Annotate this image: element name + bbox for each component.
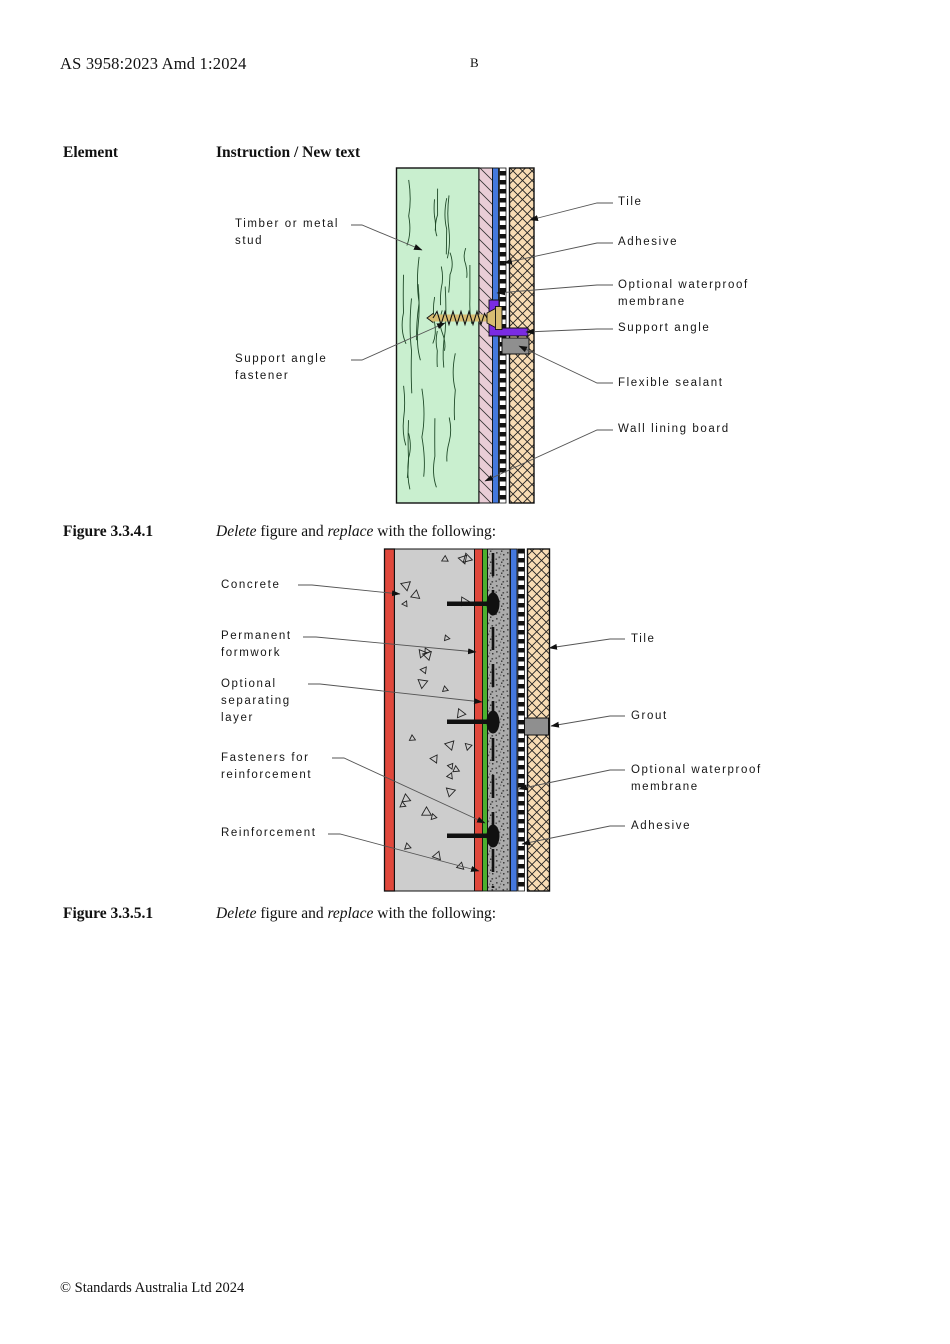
fig2-label-fasteners: Fasteners for reinforcement xyxy=(221,752,313,781)
header-standard-id: AS 3958:2023 Amd 1:2024 xyxy=(60,54,247,73)
figure-row-2-instruction: Delete figure and replace with the follo… xyxy=(216,905,497,922)
instruction-replace-word: replace xyxy=(327,523,374,540)
fig1-label-adhesive: Adhesive xyxy=(618,236,679,248)
fig1-leader-lines xyxy=(351,202,613,482)
fig1-label-tile: Tile xyxy=(618,196,643,208)
fig1-label-support-angle: Support angle xyxy=(618,322,711,334)
fig1-flexible-sealant xyxy=(501,337,530,355)
fig2-label-reinforcement: Reinforcement xyxy=(221,827,317,839)
fig2-fasteners xyxy=(447,592,500,848)
figure-row-2-id: Figure 3.3.5.1 xyxy=(63,905,154,922)
fig2-diagram xyxy=(298,548,625,892)
fig2-label-separating-layer: Optional separating layer xyxy=(221,678,291,724)
instruction-delete-word: Delete xyxy=(216,905,257,922)
fig1-diagram xyxy=(351,167,613,504)
concrete-aggregate-symbols xyxy=(399,552,474,870)
fig2-label-tile: Tile xyxy=(631,633,656,645)
instruction-delete-word: Delete xyxy=(216,523,257,540)
fig2-label-concrete: Concrete xyxy=(221,579,281,591)
fig2-grout xyxy=(524,717,549,736)
page-footer-copyright: © Standards Australia Ltd 2024 xyxy=(60,1280,245,1296)
fig1-label-timber-stud: Timber or metal stud xyxy=(235,218,340,247)
fig1-label-membrane: Optional waterproof membrane xyxy=(618,279,749,308)
timber-grain-lines xyxy=(401,179,473,490)
fig2-label-permanent-formwork: Permanent formwork xyxy=(221,630,292,659)
instruction-replace-word: replace xyxy=(327,905,374,922)
column-header-instruction: Instruction / New text xyxy=(216,144,361,161)
figure-row-1-id: Figure 3.3.4.1 xyxy=(63,523,154,540)
fig2-membrane-layer xyxy=(510,548,518,892)
fig2-leader-lines xyxy=(298,584,625,872)
fig2-adhesive-layer xyxy=(517,548,525,892)
fig1-label-support-angle-fastener: Support angle fastener xyxy=(235,353,328,382)
fig1-support-angle-fastener xyxy=(426,306,503,330)
fig2-label-adhesive: Adhesive xyxy=(631,820,692,832)
fig1-label-wall-lining-board: Wall lining board xyxy=(618,423,730,435)
column-header-element: Element xyxy=(63,144,119,161)
fig2-label-grout: Grout xyxy=(631,710,668,722)
fig2-label-membrane: Optional waterproof membrane xyxy=(631,764,762,793)
fig1-label-flexible-sealant: Flexible sealant xyxy=(618,377,724,389)
figure-row-1-instruction: Delete figure and replace with the follo… xyxy=(216,523,497,540)
page-number: B xyxy=(470,55,479,70)
fig2-formwork-left xyxy=(383,548,396,892)
